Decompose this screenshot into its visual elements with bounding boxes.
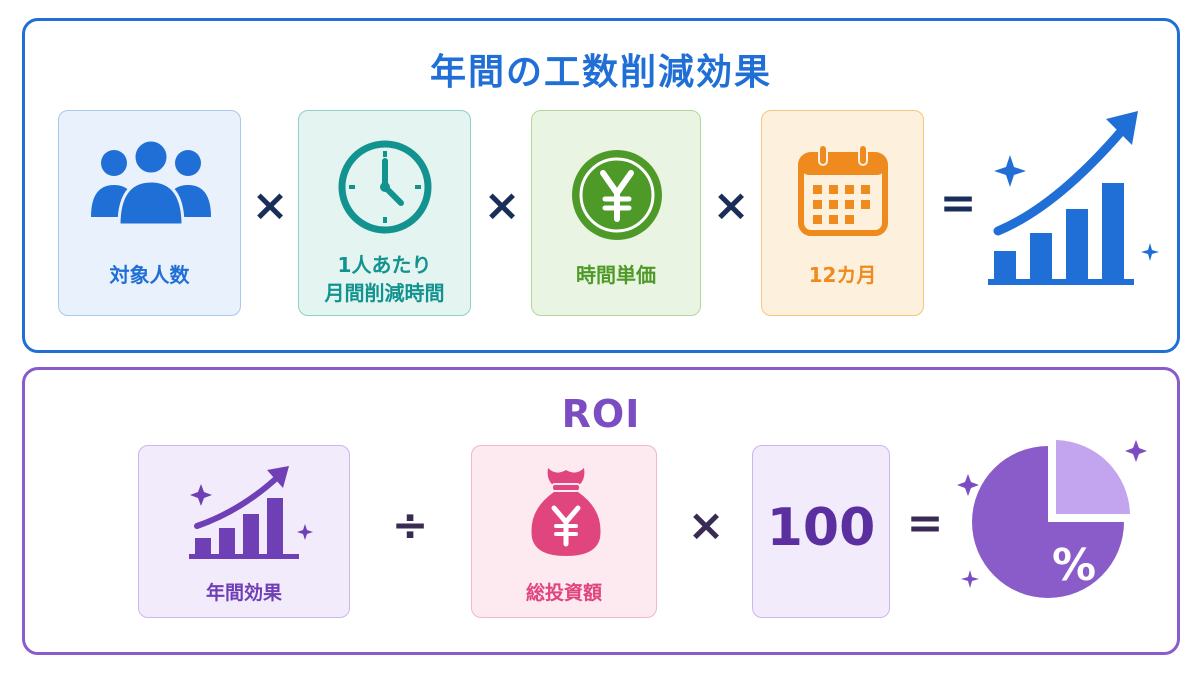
- multiply-operator: ×: [251, 180, 289, 231]
- percent-pie-icon: [957, 440, 1147, 598]
- growth-chart-icon: [988, 111, 1159, 285]
- hourly-rate-label: 時間単価: [576, 263, 656, 287]
- people-icon: [91, 139, 211, 227]
- equals-operator: =: [939, 178, 977, 229]
- hourly-rate-card: 時間単価: [531, 110, 701, 316]
- target-people-label: 対象人数: [109, 263, 190, 287]
- multiply-operator: ×: [483, 180, 521, 231]
- clock-icon: [338, 140, 432, 234]
- target-people-card: 対象人数: [58, 110, 241, 316]
- twelve-months-card: 12カ月: [761, 110, 924, 316]
- calendar-icon: [798, 144, 888, 236]
- money-bag-icon: [531, 468, 601, 556]
- monthly-reduction-label-line1: 1人あたり: [337, 253, 432, 277]
- monthly-reduction-card: 1人あたり 月間削減時間: [298, 110, 471, 316]
- divide-operator: ÷: [391, 500, 429, 551]
- annual-effect-label: 年間効果: [205, 582, 282, 604]
- annual-effect-card: 年間効果: [138, 445, 350, 618]
- equals-operator: =: [906, 498, 944, 549]
- total-investment-label: 総投資額: [525, 582, 602, 604]
- yen-coin-icon: [572, 150, 662, 240]
- percent-symbol: %: [1052, 540, 1097, 591]
- multiply-operator: ×: [712, 180, 750, 231]
- hundred-card: 100: [752, 445, 890, 618]
- growth-chart-icon: [189, 466, 313, 559]
- roi-title: ROI: [561, 392, 641, 436]
- monthly-reduction-label-line2: 月間削減時間: [324, 281, 445, 305]
- hundred-value: 100: [766, 498, 876, 558]
- effect-title: 年間の工数削減効果: [429, 52, 772, 93]
- twelve-months-label: 12カ月: [808, 263, 877, 287]
- multiply-operator: ×: [687, 500, 725, 551]
- total-investment-card: 総投資額: [471, 445, 657, 618]
